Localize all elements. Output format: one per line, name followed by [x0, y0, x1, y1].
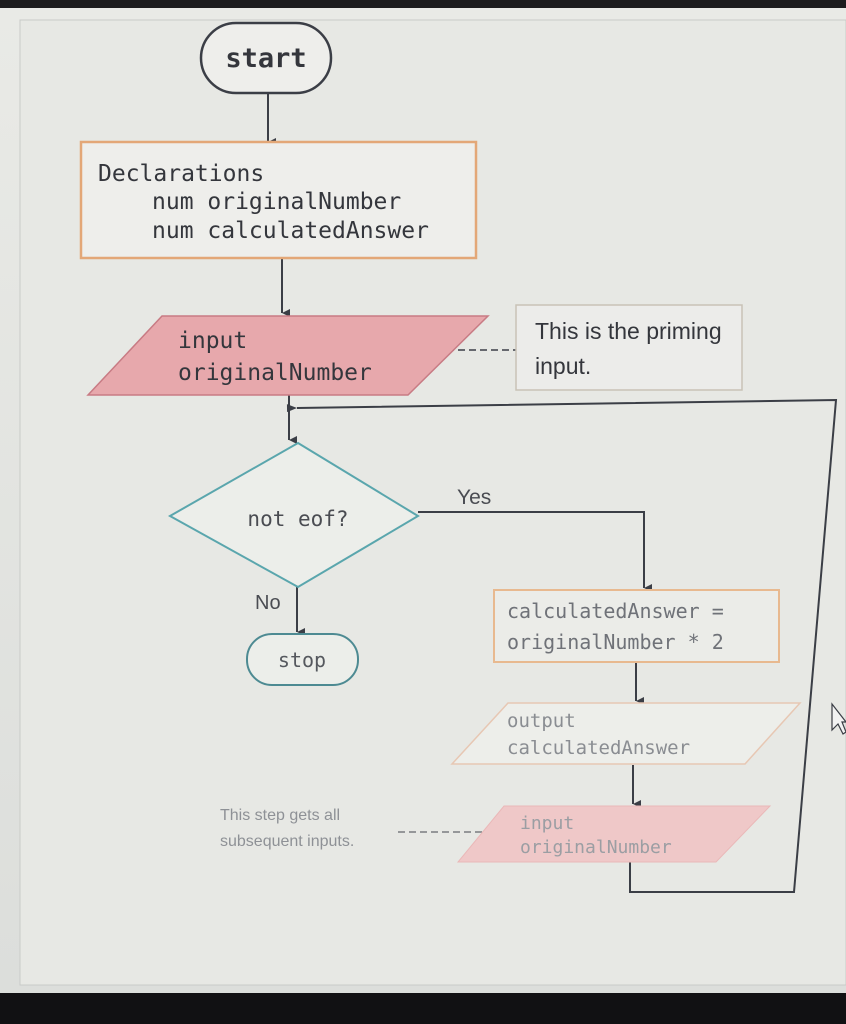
calculation-process-box: calculatedAnswer = originalNumber * 2	[493, 589, 780, 663]
subsequent-input-keyword: input	[520, 813, 574, 834]
subsequent-note-line2: subsequent inputs.	[220, 833, 354, 850]
subsequent-input-box: input originalNumber	[456, 805, 772, 863]
connectors	[267, 94, 838, 893]
no-label: No	[255, 592, 281, 614]
subsequent-input-variable: originalNumber	[520, 837, 672, 858]
yes-label: Yes	[457, 486, 491, 509]
process-line2: originalNumber * 2	[507, 630, 724, 654]
priming-note-line1: This is the priming	[535, 318, 722, 344]
start-label: start	[225, 43, 306, 74]
eof-decision: not eof?	[167, 441, 420, 589]
subsequent-note-line1: This step gets all	[220, 807, 340, 824]
priming-note: This is the priming input.	[515, 304, 743, 391]
declaration-calculated-answer: num calculatedAnswer	[152, 218, 429, 244]
subsequent-note: This step gets all subsequent inputs.	[220, 807, 354, 850]
start-terminal: start	[199, 21, 333, 95]
arrow-yes-branch	[418, 511, 652, 592]
priming-note-line2: input.	[535, 353, 591, 379]
declarations-title: Declarations	[98, 161, 264, 187]
priming-input-variable: originalNumber	[178, 360, 372, 386]
output-keyword: output	[507, 710, 576, 732]
stop-label: stop	[278, 648, 326, 672]
loop-back-line	[286, 398, 838, 893]
decision-label: not eof?	[247, 507, 348, 531]
stop-terminal: stop	[246, 633, 359, 686]
screen-bezel	[0, 993, 846, 1024]
mouse-cursor-icon	[831, 702, 846, 735]
priming-input-box: input originalNumber	[86, 315, 490, 396]
declaration-original-number: num originalNumber	[152, 189, 401, 215]
declarations-box: Declarations num originalNumber num calc…	[79, 140, 478, 260]
process-line1: calculatedAnswer =	[507, 599, 724, 623]
output-variable: calculatedAnswer	[507, 737, 690, 759]
output-box: output calculatedAnswer	[450, 702, 802, 765]
priming-input-keyword: input	[178, 328, 247, 354]
